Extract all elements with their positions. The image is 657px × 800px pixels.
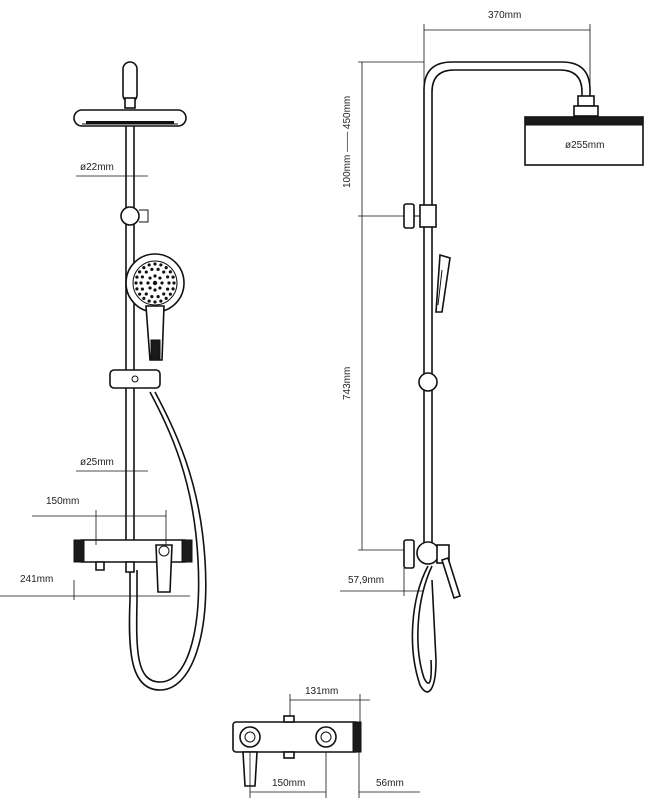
nozzle-hole <box>162 270 166 274</box>
label-centers-width: 150mm <box>272 778 305 789</box>
label-diam-rail-top: ø22mm <box>80 162 114 173</box>
dim-mixer-width-front: 150mm <box>32 496 167 545</box>
rain-head-nozzles <box>86 121 174 124</box>
nozzle-hole <box>172 281 176 285</box>
nozzle-hole <box>168 270 172 274</box>
mixer-end-cap-left <box>73 539 85 563</box>
nozzle-hole <box>144 292 148 296</box>
nozzle-hole <box>156 295 160 299</box>
label-head-offset: 100mm —— 450mm <box>342 96 353 188</box>
nozzle-hole <box>159 299 163 303</box>
side-view: ø255mm 370mm 100mm —— 450mm <box>340 10 644 693</box>
hand-shower-side <box>435 253 451 313</box>
nozzle-hole <box>158 276 162 280</box>
hose-side <box>411 565 437 693</box>
nozzle-hole <box>144 270 148 274</box>
nozzle-hole <box>153 300 157 304</box>
nozzle-hole <box>147 299 151 303</box>
label-wall-offset: 57,9mm <box>348 575 384 586</box>
wall-bracket-top <box>419 204 437 228</box>
dim-mixer-height: 241mm <box>0 574 190 600</box>
mixer-lever <box>155 544 173 593</box>
nozzle-hole <box>168 292 172 296</box>
nozzle-hole <box>134 281 138 285</box>
top-view: 131mm 150mm 56mm <box>232 686 420 798</box>
nozzle-hole <box>146 281 150 285</box>
diverter-knob <box>120 206 140 226</box>
mixer-top-knob-left <box>239 726 261 748</box>
nozzle-hole <box>138 292 142 296</box>
dim-diam-rail-bottom: ø25mm <box>76 457 148 472</box>
nozzle-hole <box>152 280 158 286</box>
nozzle-hole <box>171 275 175 279</box>
label-diam-rail-bottom: ø25mm <box>80 457 114 468</box>
nozzle-hole <box>140 287 144 291</box>
nozzle-hole <box>150 267 154 271</box>
nozzle-hole <box>162 292 166 296</box>
nozzle-hole <box>166 287 170 291</box>
nozzle-hole <box>164 266 168 270</box>
nozzle-hole <box>164 296 168 300</box>
label-mixer-width-front: 150mm <box>46 496 79 507</box>
nozzle-hole <box>159 263 163 267</box>
dim-rail-height: 743mm <box>342 216 404 551</box>
label-rail-height: 743mm <box>342 367 353 400</box>
side-rail-arm <box>423 61 591 545</box>
rail-connector <box>124 97 136 109</box>
mixer-spout <box>95 561 105 571</box>
rail-top-cap <box>122 61 138 103</box>
mixer-top-knob-right <box>315 726 337 748</box>
mixer-end-cap-right <box>181 539 193 563</box>
dim-centers-width: 150mm <box>249 752 327 798</box>
nozzle-hole <box>166 275 170 279</box>
nozzle-hole <box>142 296 146 300</box>
label-body-width: 131mm <box>305 686 338 697</box>
label-arm-reach: 370mm <box>488 10 521 21</box>
nozzle-hole <box>139 281 143 285</box>
nozzle-hole <box>138 270 142 274</box>
front-view: ø22mm ø25mm 150mm 241mm <box>0 61 207 691</box>
hand-shower-holes <box>134 262 176 304</box>
dim-arm-reach: 370mm <box>423 10 591 90</box>
nozzle-hole <box>142 266 146 270</box>
dim-wall-offset: 57,9mm <box>340 568 424 596</box>
nozzle-hole <box>158 286 162 290</box>
nozzle-hole <box>156 267 160 271</box>
label-head-diameter: ø255mm <box>565 140 604 151</box>
nozzle-hole <box>153 262 157 266</box>
shower-hose <box>128 391 207 691</box>
dim-head-offset: 100mm —— 450mm <box>342 61 424 217</box>
dim-body-width: 131mm <box>289 686 370 722</box>
nozzle-hole <box>153 274 157 278</box>
nozzle-hole <box>150 295 154 299</box>
nozzle-hole <box>160 281 164 285</box>
nozzle-hole <box>167 281 171 285</box>
nozzle-hole <box>140 275 144 279</box>
label-mixer-height: 241mm <box>20 574 53 585</box>
dim-depth: 56mm <box>358 752 420 798</box>
nozzle-hole <box>147 263 151 267</box>
nozzle-hole <box>148 276 152 280</box>
nozzle-hole <box>153 288 157 292</box>
label-depth: 56mm <box>376 778 404 789</box>
nozzle-hole <box>171 287 175 291</box>
nozzle-hole <box>135 287 139 291</box>
mixer-side-body <box>416 541 440 565</box>
nozzle-hole <box>148 286 152 290</box>
wall-bracket-bottom <box>403 539 415 569</box>
nozzle-hole <box>135 275 139 279</box>
mixer-lever-side <box>441 556 461 600</box>
slider-bracket <box>109 369 161 389</box>
slider-knob-side <box>418 372 438 392</box>
dim-diam-rail-top: ø22mm <box>76 162 148 177</box>
